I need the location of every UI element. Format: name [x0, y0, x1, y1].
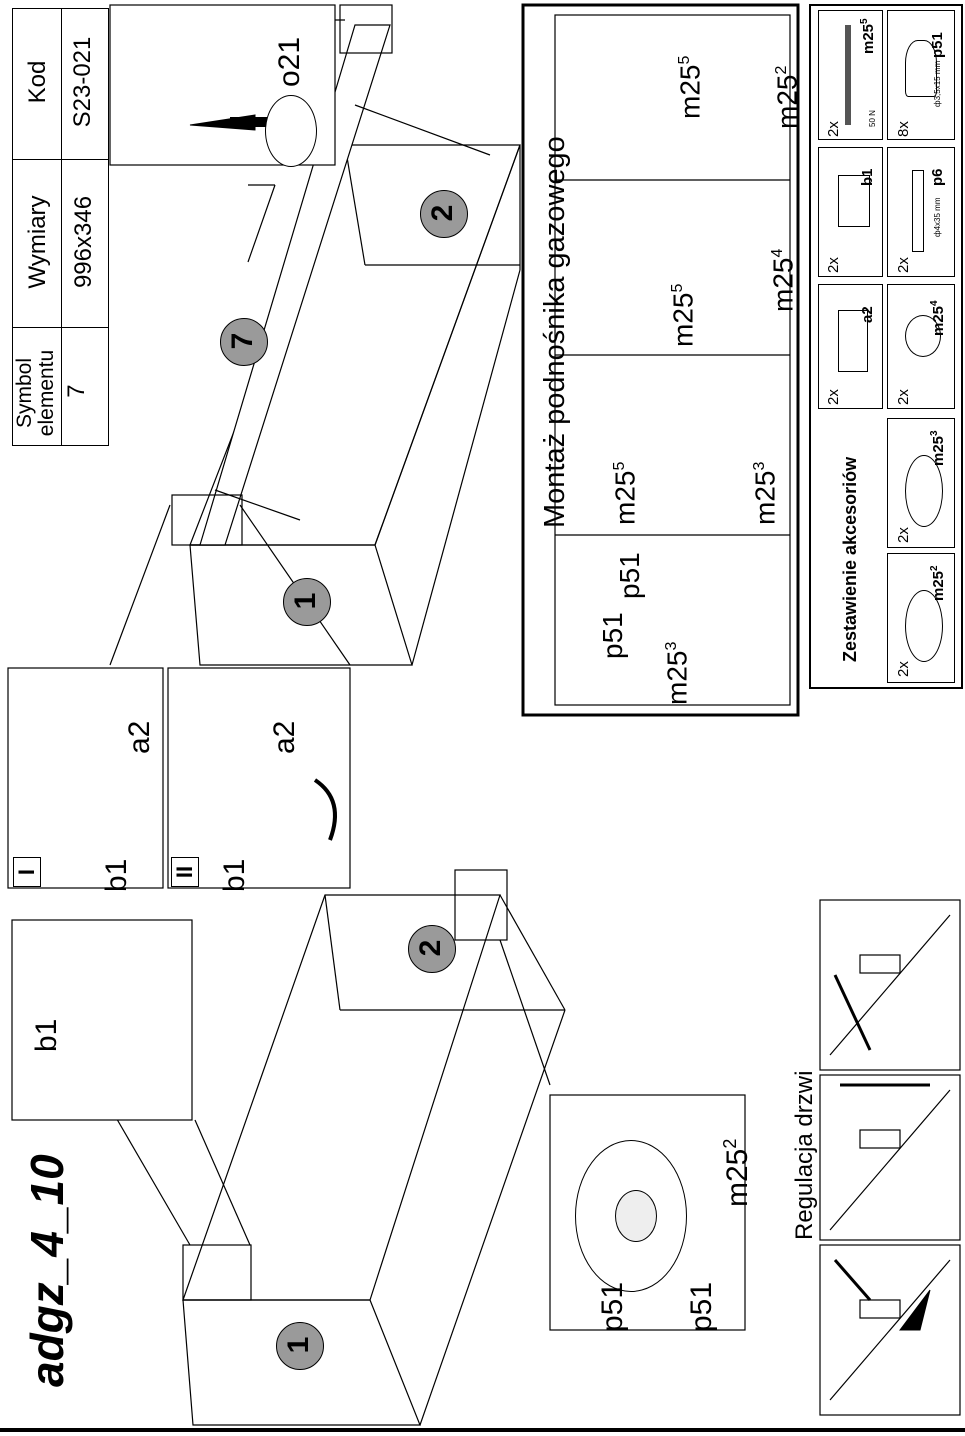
m25-detail-label: m252 [720, 1138, 754, 1207]
hinge-icon-b1 [838, 175, 870, 227]
accessories-title: Zestawienie akcesoriów [840, 456, 860, 662]
hinge-label-b1-I: b1 [100, 858, 133, 892]
step-label-II: II [171, 857, 199, 887]
gas-step1-p51a: p51 [597, 612, 628, 659]
panel-badge-2-top [420, 190, 468, 238]
gas-step1-p51b: p51 [614, 552, 645, 599]
bracket-icon-m25-3 [905, 455, 943, 527]
gas-spring-icon [845, 25, 851, 125]
acc-cell-a2 [818, 284, 883, 409]
step-label-I: I [13, 857, 41, 887]
p51-label-2: p51 [685, 1281, 718, 1332]
gas-step2-m25-3: m253 [749, 461, 781, 525]
gas-lift-title: Montaż podnośnika gazowego [539, 136, 571, 528]
p51-label-1: p51 [596, 1281, 629, 1332]
screw-icon-p51 [905, 40, 937, 97]
acc-qty-p51: 8x [895, 121, 912, 137]
door-adjustment-title: Regulacja drzwi [791, 1070, 818, 1240]
o21-disc [265, 95, 317, 167]
panel-badge-2-bottom [408, 925, 456, 973]
acc-qty-m25-5: 2x [825, 121, 842, 137]
gas-step2-m25-5: m255 [609, 461, 641, 525]
screw-icon-p6 [912, 170, 924, 252]
acc-qty-b1: 2x [825, 257, 842, 273]
acc-qty-m25-4: 2x [895, 389, 912, 405]
hinge-label-b1-II: b1 [218, 858, 251, 892]
b1-detail-label: b1 [30, 1018, 63, 1052]
panel-badge-1-bottom-label: 1 [282, 1336, 315, 1354]
panel-badge-2-bottom-label: 2 [414, 939, 447, 957]
panel-badge-1-top-label: 1 [289, 592, 322, 610]
acc-note-p6: ф4x35 mm [933, 197, 942, 237]
pin-icon-m25-4 [905, 315, 941, 357]
panel-badge-2-top-label: 2 [426, 204, 459, 222]
acc-note-m25-5: 50 N [868, 110, 877, 127]
acc-code-m25-5: m255 [859, 18, 877, 54]
hinge-label-a2-I: a2 [123, 720, 156, 754]
acc-cell-p6 [887, 147, 955, 277]
plate-icon-a2 [838, 310, 868, 372]
gas-step4-m25-2: m252 [771, 65, 803, 129]
acc-qty-a2: 2x [825, 389, 842, 405]
o21-label: o21 [273, 36, 306, 88]
acc-cell-m25-4 [887, 284, 955, 409]
spec-table: Kod S23-021 Wymiary 996x346 Symbol eleme… [12, 8, 109, 446]
gas-step3-m25-4: m254 [767, 248, 799, 312]
panel-badge-7-label: 7 [226, 332, 259, 350]
m25-ball [615, 1190, 657, 1242]
bracket-icon-m25-2 [905, 590, 943, 662]
gas-step4-m25-5: m255 [674, 55, 706, 119]
bottom-rule [0, 1428, 965, 1432]
gas-step3-m25-5: m255 [667, 283, 699, 347]
panel-badge-1-bottom [276, 1322, 324, 1370]
panel-badge-7 [220, 318, 268, 366]
panel-badge-1-top [283, 578, 331, 626]
acc-cell-b1 [818, 147, 883, 277]
gas-step1-m25: m253 [661, 641, 693, 705]
hinge-label-a2-II: a2 [268, 720, 301, 754]
